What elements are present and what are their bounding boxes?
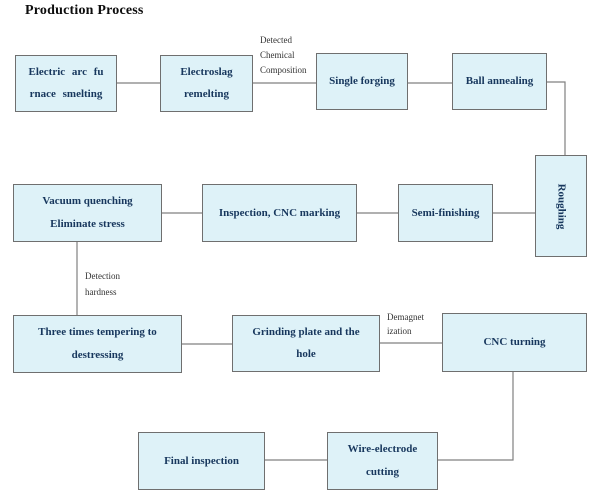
note-text-line: Composition [260,65,307,75]
node-text-line: Electroslag [180,65,233,78]
node-text-line: Eliminate stress [50,218,125,230]
node-text-line: Electric arc fu [28,65,104,78]
connector-turning-to-wirecutting [438,372,514,461]
node-text-line: Semi-finishing [411,206,480,219]
node-text-line: cutting [366,466,399,478]
note-text-line: Demagnet [387,312,424,322]
node-three-times-tempering-to-destressing: Three times tempering to destressing [13,315,182,373]
note-text-line: Detected [260,35,292,45]
node-text-line: Final inspection [164,454,239,467]
node-final-inspection: Final inspection [138,432,265,490]
note-detection-hardness: Detection hardness [85,268,120,300]
node-electroslag-remelting: Electroslag remelting [160,55,253,112]
node-text-line: Grinding plate and the [252,325,360,338]
node-wire-electrode-cutting: Wire-electrode cutting [327,432,438,490]
node-text-line: Three times tempering to [38,326,157,338]
note-detected-chemical-composition: Detected Chemical Composition [260,33,307,78]
page-title: Production Process [25,3,144,18]
note-text-line: Detection [85,271,120,281]
node-ball-annealing: Ball annealing [452,53,547,110]
node-semi-finishing: Semi-finishing [398,184,493,242]
node-text-line: destressing [71,349,124,361]
node-cnc-turning: CNC turning [442,313,587,372]
node-grinding-plate-and-the-hole: Grinding plate and the hole [232,315,380,372]
node-text-line: CNC turning [483,336,546,348]
note-text-line: ization [387,326,412,336]
node-text-line: Inspection, CNC marking [218,206,341,219]
note-text-line: hardness [85,287,117,297]
node-text-line: rnace smelting [29,88,103,101]
node-inspection-cnc-marking: Inspection, CNC marking [202,184,357,242]
node-text-line: Ball annealing [465,75,534,87]
node-text-line: Vacuum quenching [42,195,133,207]
node-electric-arc-furnace-smelting: Electric arc fu rnace smelting [15,55,117,112]
note-text-line: Chemical [260,50,295,60]
node-vacuum-quenching-eliminate-stress: Vacuum quenching Eliminate stress [13,184,162,242]
connector-annealing-to-roughing [547,81,566,155]
node-text-line: Single forging [329,75,395,87]
node-text-line: Roughing [555,183,568,229]
node-roughing: Roughing [535,155,587,257]
node-text-line: hole [296,348,316,361]
node-single-forging: Single forging [316,53,408,110]
node-text-line: Wire-electrode [347,443,418,455]
note-demagnetization: Demagnet ization [387,310,424,338]
node-text-line: remelting [183,88,229,101]
